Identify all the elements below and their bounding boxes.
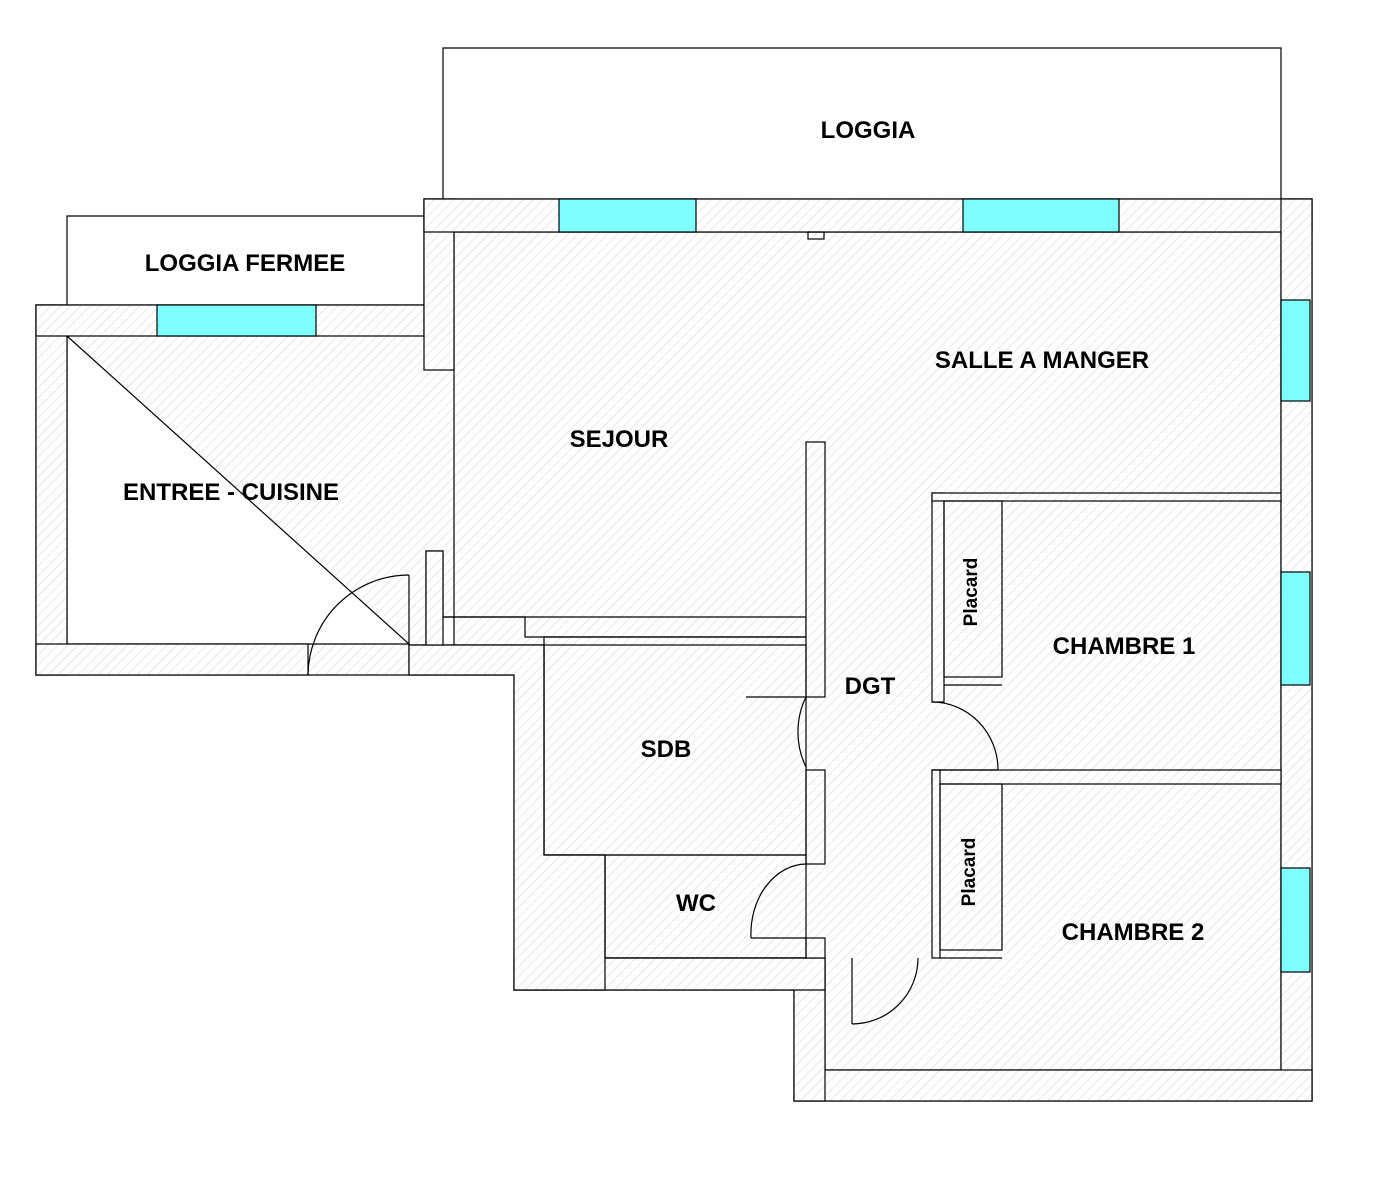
closet-label-placard-1: Placard xyxy=(961,558,982,627)
chambre-1-door xyxy=(931,701,999,771)
window-loggia-1 xyxy=(558,198,697,233)
entry-door xyxy=(307,574,410,676)
window-kitchen xyxy=(156,304,317,337)
window-loggia-2 xyxy=(962,198,1120,233)
wall-sejour-dgt xyxy=(805,441,826,698)
room-label-dgt: DGT xyxy=(845,673,896,700)
wc-door xyxy=(750,863,807,939)
room-label-loggia: LOGGIA xyxy=(821,117,916,144)
wall-notch xyxy=(807,231,825,240)
room-label-chambre-1: CHAMBRE 1 xyxy=(1053,633,1196,660)
wall-ch-divider xyxy=(931,769,1282,785)
loggia-outline xyxy=(442,47,1282,199)
room-label-loggia-fermee: LOGGIA FERMEE xyxy=(145,250,345,277)
room-label-wc: WC xyxy=(676,890,716,917)
wall-ch2-left xyxy=(931,769,941,959)
wc-outline xyxy=(604,854,807,959)
room-label-sejour: SEJOUR xyxy=(570,426,669,453)
closet-label-placard-2: Placard xyxy=(959,838,980,907)
wall-top xyxy=(423,198,1313,233)
wall-kitchen-bottom xyxy=(35,643,309,676)
placard-1-outline xyxy=(943,500,1003,678)
window-dining xyxy=(1280,299,1311,402)
wall-kitchen-left xyxy=(35,304,68,676)
wall-entry-post xyxy=(425,550,444,646)
chambre-2-door xyxy=(851,957,919,1025)
room-label-salle-a-manger: SALLE A MANGER xyxy=(935,347,1149,374)
room-label-sdb: SDB xyxy=(641,736,692,763)
wall-ch1-left xyxy=(931,492,945,703)
loggia-fermee-outline xyxy=(66,215,424,305)
sdb-door xyxy=(746,696,807,768)
wall-ch1-top xyxy=(931,492,1282,502)
window-chambre-1 xyxy=(1280,571,1311,686)
wall-wc-right xyxy=(805,937,826,959)
wall-bottom xyxy=(793,1069,1313,1102)
wall-sdb-dgt xyxy=(805,769,826,865)
sejour-lower-edge xyxy=(443,616,806,638)
room-label-chambre-2: CHAMBRE 2 xyxy=(1062,919,1205,946)
room-label-entree-cuisine: ENTREE - CUISINE xyxy=(123,479,339,506)
window-chambre-2 xyxy=(1280,867,1311,973)
